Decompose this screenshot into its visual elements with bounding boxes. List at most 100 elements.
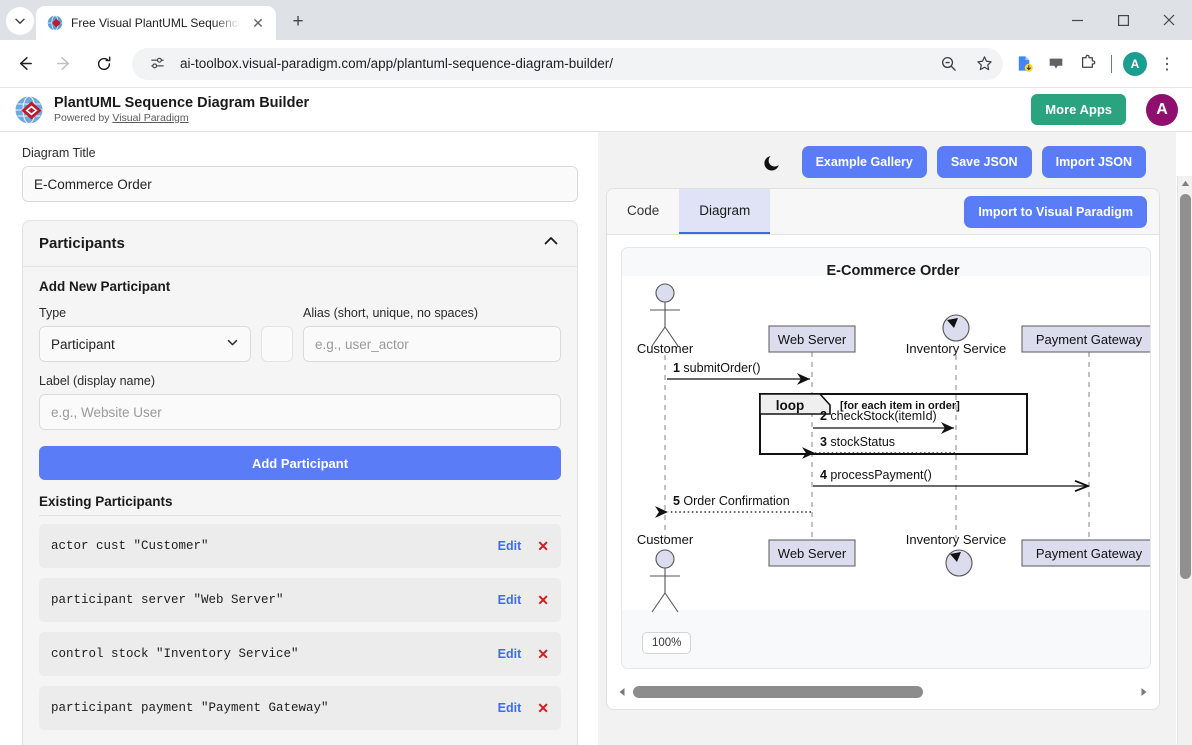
participants-card-title: Participants [39, 235, 125, 252]
brand-text: PlantUML Sequence Diagram Builder Powere… [54, 94, 1021, 126]
toolbar-icons: A ⋮ [1009, 49, 1188, 79]
participant-row[interactable]: actor cust "Customer" Edit ✕ [39, 524, 561, 568]
participant-row[interactable]: participant payment "Payment Gateway" Ed… [39, 686, 561, 730]
edit-participant-link[interactable]: Edit [497, 701, 522, 715]
window-maximize-button[interactable] [1100, 0, 1146, 40]
label-field-group: Label (display name) [39, 374, 561, 430]
plantuml-builder-logo-icon [14, 95, 44, 125]
delete-participant-icon[interactable]: ✕ [537, 645, 549, 662]
type-field-group: Type Participant [39, 306, 251, 362]
delete-participant-icon[interactable]: ✕ [537, 699, 549, 716]
body-wrapper: Diagram Title Participants Add New Parti… [0, 132, 1192, 745]
browser-menu-icon[interactable]: ⋮ [1159, 55, 1175, 73]
new-tab-button[interactable]: + [292, 11, 304, 32]
tab-code[interactable]: Code [627, 203, 660, 218]
alias-input[interactable] [303, 326, 561, 362]
participants-card-body: Add New Participant Type Participant [23, 267, 577, 745]
empty-field-box [261, 326, 293, 362]
powered-by-prefix: Powered by [54, 111, 113, 124]
svg-text:1 submitOrder(): 1 submitOrder() [673, 361, 761, 375]
scroll-track[interactable] [629, 686, 1137, 698]
participant-type-value: Participant [51, 336, 115, 352]
forward-button[interactable] [47, 47, 81, 81]
diagram-title-label: Diagram Title [22, 146, 96, 160]
page-scroll-thumb[interactable] [1180, 194, 1191, 579]
preview-tabbar: Code Diagram Import to Visual Paradigm [607, 189, 1159, 235]
user-avatar[interactable]: A [1146, 93, 1178, 126]
preview-panel: Code Diagram Import to Visual Paradigm [606, 188, 1160, 710]
edit-participant-link[interactable]: Edit [497, 593, 522, 607]
svg-text:Payment Gateway: Payment Gateway [1036, 546, 1143, 561]
profile-avatar[interactable]: A [1120, 49, 1150, 79]
chevron-down-icon [226, 336, 239, 352]
site-settings-icon[interactable] [144, 51, 170, 77]
svg-text:Web Server: Web Server [778, 332, 847, 347]
import-json-button[interactable]: Import JSON [1041, 146, 1146, 178]
window-controls [1054, 0, 1192, 40]
svg-text:Inventory Service: Inventory Service [906, 341, 1006, 356]
add-participant-button[interactable]: Add Participant [39, 446, 561, 480]
scroll-right-icon[interactable] [1137, 687, 1151, 697]
moon-icon[interactable] [760, 149, 786, 175]
window-minimize-button[interactable] [1054, 0, 1100, 40]
scroll-left-icon[interactable] [615, 687, 629, 697]
svg-text:Customer: Customer [637, 341, 694, 356]
svg-text:2 checkStock(itemId): 2 checkStock(itemId) [820, 409, 937, 423]
window-close-button[interactable] [1146, 0, 1192, 40]
svg-text:4 processPayment(): 4 processPayment() [820, 468, 932, 482]
tab-search-chevron-icon[interactable] [6, 7, 34, 35]
app-title: PlantUML Sequence Diagram Builder [54, 94, 310, 111]
address-bar[interactable]: ai-toolbox.visual-paradigm.com/app/plant… [132, 47, 1003, 80]
participants-card: Participants Add New Participant Type Pa… [22, 220, 578, 745]
url-text: ai-toolbox.visual-paradigm.com/app/plant… [180, 56, 613, 71]
delete-participant-icon[interactable]: ✕ [537, 537, 549, 554]
visual-paradigm-favicon-icon [47, 15, 63, 31]
diagram-title-input[interactable] [22, 166, 578, 202]
type-label: Type [39, 306, 67, 320]
tab-close-icon[interactable]: ✕ [252, 14, 264, 31]
edit-participant-link[interactable]: Edit [497, 647, 522, 661]
participant-row[interactable]: participant server "Web Server" Edit ✕ [39, 578, 561, 622]
bookmark-star-icon[interactable] [971, 51, 997, 77]
participant-code: actor cust "Customer" [51, 539, 209, 553]
divider [39, 515, 561, 516]
zoom-out-icon[interactable] [935, 51, 961, 77]
tab-diagram[interactable]: Diagram [679, 189, 771, 234]
label-input[interactable] [39, 394, 561, 430]
cast-icon[interactable] [1041, 49, 1071, 79]
participant-code: participant payment "Payment Gateway" [51, 701, 329, 715]
scroll-thumb[interactable] [633, 686, 923, 698]
svg-text:3 stockStatus: 3 stockStatus [820, 435, 895, 449]
svg-text:Customer: Customer [637, 532, 694, 547]
diagram-horizontal-scrollbar[interactable] [615, 681, 1151, 703]
more-apps-button[interactable]: More Apps [1031, 94, 1126, 125]
scroll-up-icon[interactable] [1178, 176, 1192, 191]
page-vertical-scrollbar[interactable] [1177, 176, 1192, 745]
browser-tab[interactable]: Free Visual PlantUML Sequence ✕ [36, 6, 276, 40]
app-header: PlantUML Sequence Diagram Builder Powere… [0, 88, 1192, 132]
back-button[interactable] [7, 47, 41, 81]
right-toolbar: Example Gallery Save JSON Import JSON [606, 142, 1160, 182]
participants-card-header[interactable]: Participants [23, 221, 577, 267]
reload-button[interactable] [87, 47, 121, 81]
alias-label: Alias (short, unique, no spaces) [303, 306, 479, 320]
example-gallery-button[interactable]: Example Gallery [801, 146, 927, 178]
label-field-label: Label (display name) [39, 374, 156, 388]
visual-paradigm-link[interactable]: Visual Paradigm [112, 111, 189, 124]
extensions-icon[interactable] [1073, 49, 1103, 79]
edit-participant-link[interactable]: Edit [497, 539, 522, 553]
participant-code: control stock "Inventory Service" [51, 647, 299, 661]
right-panel: Example Gallery Save JSON Import JSON Co… [598, 132, 1176, 745]
doc-download-icon[interactable] [1009, 49, 1039, 79]
import-to-visual-paradigm-button[interactable]: Import to Visual Paradigm [964, 196, 1147, 228]
delete-participant-icon[interactable]: ✕ [537, 591, 549, 608]
svg-text:Inventory Service: Inventory Service [906, 532, 1006, 547]
powered-by: Powered by Visual Paradigm [54, 112, 1021, 126]
chevron-up-icon[interactable] [541, 231, 561, 256]
save-json-button[interactable]: Save JSON [936, 146, 1032, 178]
sequence-diagram-svg: E-Commerce Order [637, 263, 1150, 613]
participant-row[interactable]: control stock "Inventory Service" Edit ✕ [39, 632, 561, 676]
zoom-level-chip[interactable]: 100% [642, 632, 692, 654]
diagram-canvas[interactable]: E-Commerce Order [621, 247, 1151, 669]
participant-type-select[interactable]: Participant [39, 326, 251, 362]
